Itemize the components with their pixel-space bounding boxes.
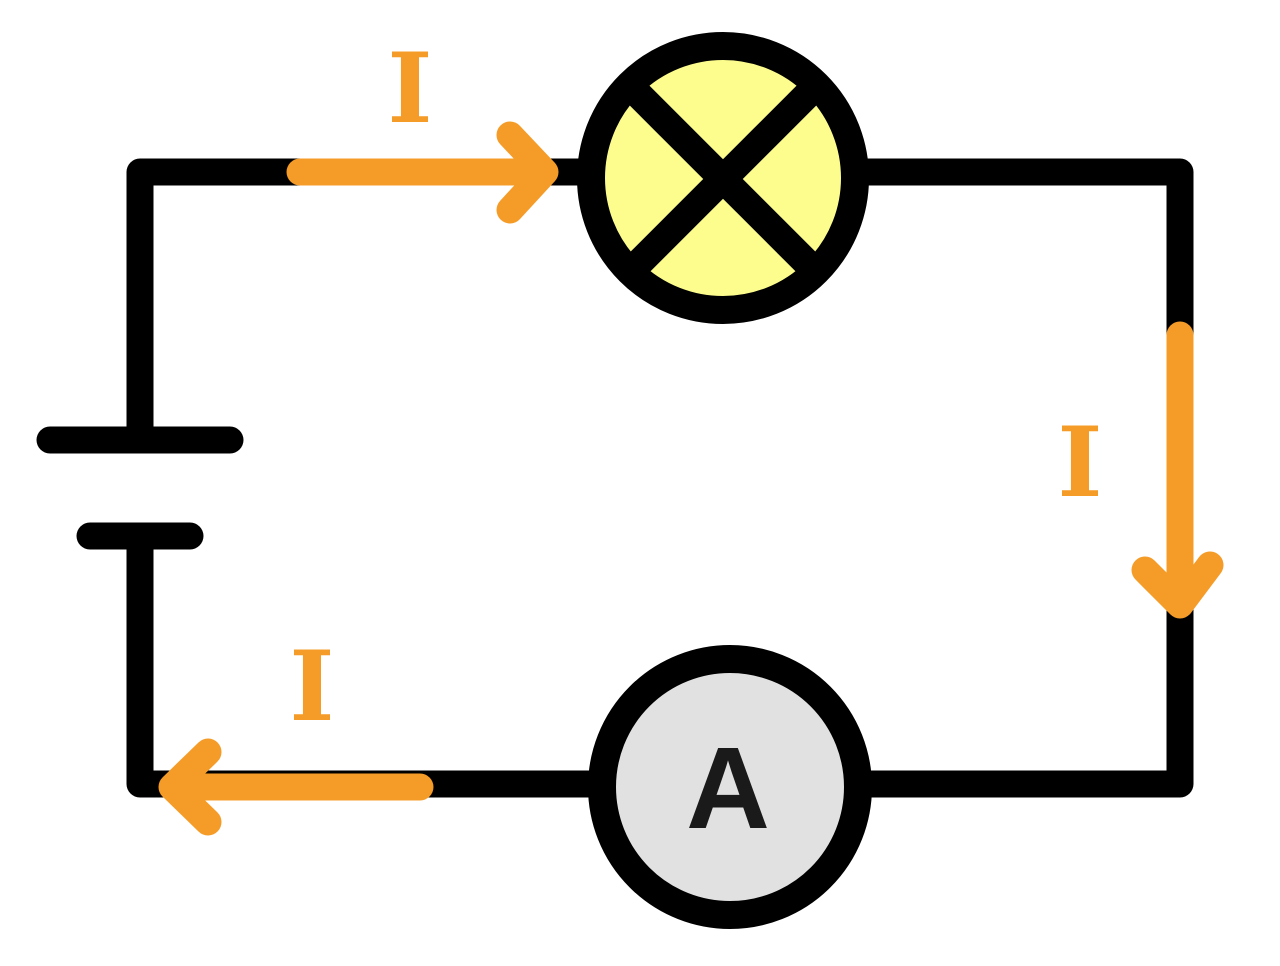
wire-top-right — [846, 158, 1194, 798]
current-arrow-top-head — [496, 121, 559, 224]
ammeter-symbol: A — [588, 645, 872, 929]
wire-bottom-left — [126, 526, 614, 798]
current-arrow-right — [1131, 321, 1224, 619]
current-arrows — [158, 121, 1224, 836]
current-arrow-right-head — [1131, 551, 1224, 619]
current-label-top: I — [388, 32, 433, 145]
current-arrow-bottom — [158, 738, 434, 836]
lamp-symbol — [577, 32, 869, 324]
current-arrow-top — [286, 121, 559, 224]
ammeter-letter: A — [686, 723, 770, 853]
current-arrow-bottom-head — [158, 738, 222, 836]
cell-symbol — [36, 426, 244, 550]
current-label-bottom: I — [290, 630, 335, 743]
current-labels: I I I — [290, 32, 1103, 743]
ammeter-circle — [588, 645, 872, 929]
lamp-cross-line-2 — [620, 76, 826, 282]
current-label-right: I — [1058, 406, 1103, 519]
